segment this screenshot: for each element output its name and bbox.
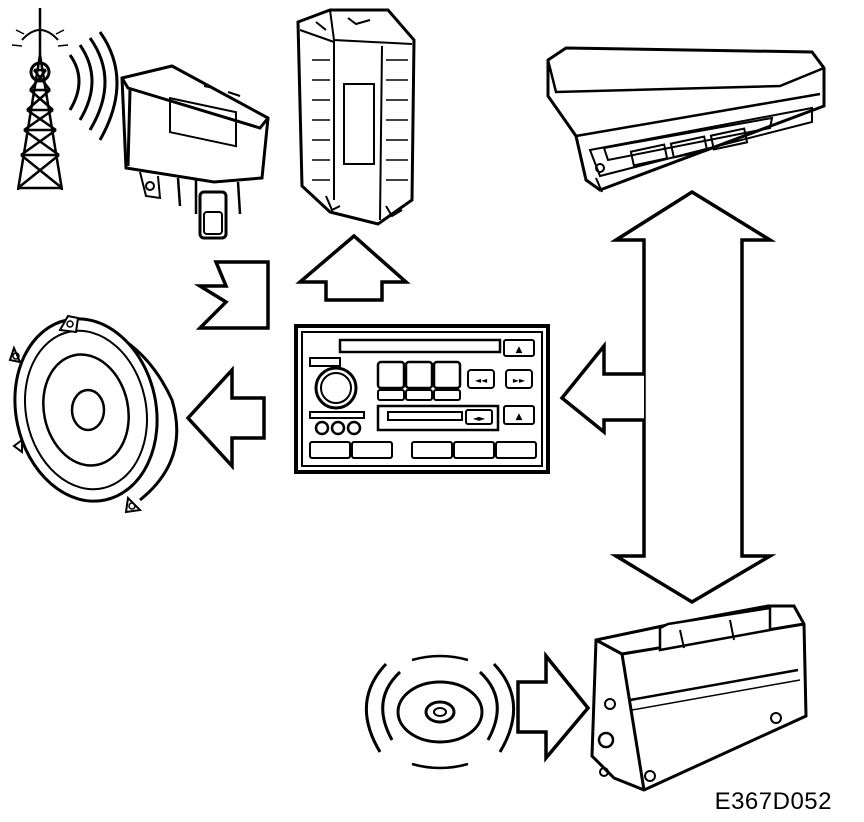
tape-eject-symbol: ▲ (516, 345, 523, 355)
arrow-disc-to-cdchanger (516, 651, 591, 763)
seek-back-symbol: ◄◄ (475, 376, 488, 385)
arrow-antenna-amp-to-radio (193, 260, 270, 330)
compact-disc-icon (364, 654, 516, 770)
loudspeaker-icon (8, 314, 179, 514)
tape-direction-symbol: ◄► (473, 414, 486, 423)
arrow-display-to-radio (559, 341, 644, 436)
cd-eject-symbol: ▲ (516, 412, 523, 422)
dashboard-display-panel-icon (546, 46, 826, 193)
radio-head-unit-icon: ▲ ◄◄ ►► ◄► ▲ (294, 324, 550, 474)
figure-code: E367D052 (714, 788, 832, 815)
audio-amplifier-unit-icon (296, 8, 416, 226)
cd-changer-icon (590, 604, 808, 792)
seek-forward-symbol: ►► (513, 376, 526, 385)
arrow-radio-to-speaker (185, 365, 266, 471)
arrow-radio-to-amplifier (295, 233, 411, 302)
radio-antenna-tower-icon (11, 8, 119, 191)
antenna-amplifier-module-icon (120, 64, 270, 240)
arrow-display-cdchanger-two-way (609, 189, 777, 605)
